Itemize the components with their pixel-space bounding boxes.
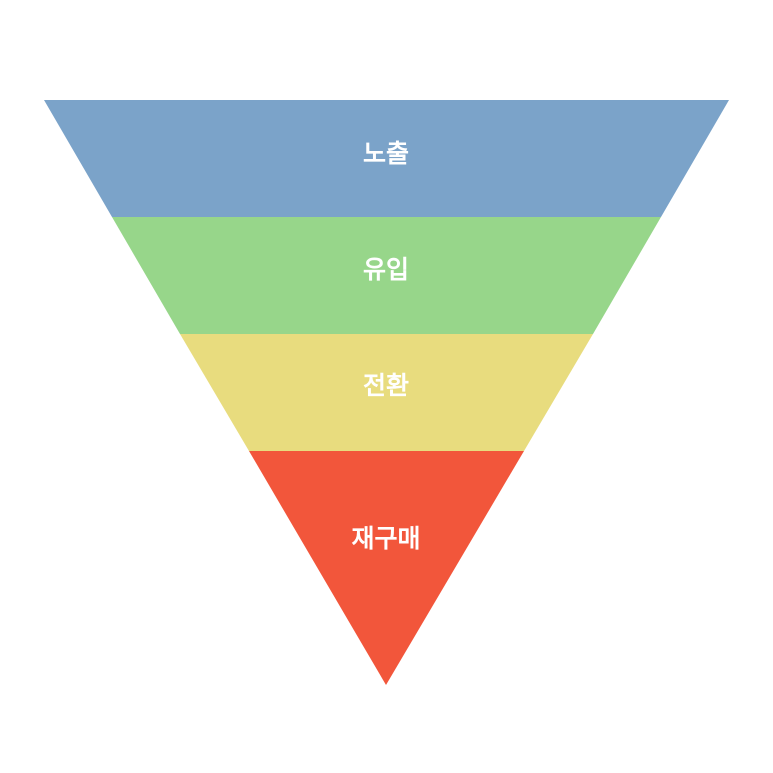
funnel-stage-inflow: 유입 <box>112 217 661 334</box>
funnel-band-conversion <box>180 334 593 451</box>
stage-label-repurchase: 재구매 <box>351 524 420 553</box>
stage-label-inflow: 유입 <box>363 255 409 284</box>
funnel-band-repurchase <box>249 451 524 685</box>
stage-label-conversion: 전환 <box>363 371 409 400</box>
stage-label-exposure: 노출 <box>363 139 409 168</box>
funnel-stage-exposure: 노출 <box>44 100 729 217</box>
funnel-stage-conversion: 전환 <box>180 334 593 451</box>
funnel-stage-repurchase: 재구매 <box>249 451 524 685</box>
funnel-band-exposure <box>44 100 729 217</box>
funnel-band-inflow <box>112 217 661 334</box>
